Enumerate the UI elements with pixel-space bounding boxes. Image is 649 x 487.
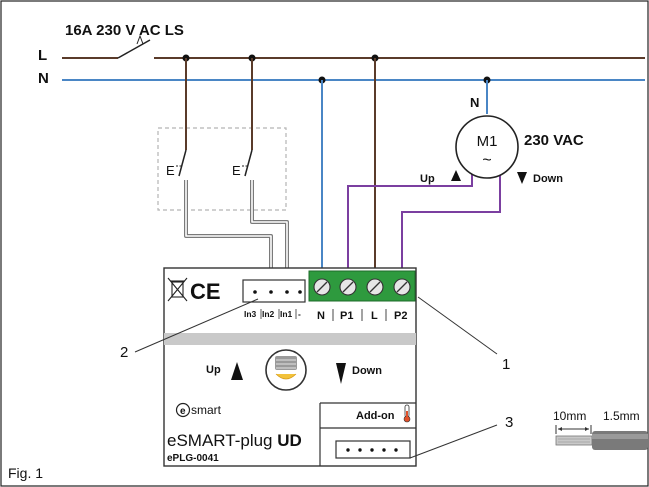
motor-n-label: N (470, 95, 479, 110)
terminal-label-l: L (371, 310, 378, 322)
thermometer-icon (403, 404, 411, 423)
callout-1: 1 (502, 356, 510, 373)
n-line-label: N (38, 70, 49, 87)
device-model: eSMART-plug UD (167, 431, 302, 450)
input-terminal-labels: In3 In2 In1 - (244, 309, 301, 319)
device-push-button[interactable] (265, 349, 307, 391)
device-up-arrow-icon (231, 362, 243, 380)
terminal-label-n: N (317, 310, 325, 322)
motor-symbol (455, 115, 519, 179)
callout-3-leader (409, 424, 498, 459)
motor-down-arrow-icon (517, 172, 527, 184)
device-down-arrow-icon (336, 363, 346, 384)
figure-caption: Fig. 1 (8, 465, 43, 481)
input-terminal-in2 (269, 290, 273, 294)
brand-logo-e: e (180, 406, 186, 417)
terminal-label-p1: P1 (340, 310, 353, 322)
terminal-label-in3: In3 (244, 309, 257, 319)
signal-wires (184, 180, 289, 286)
terminal-label-minus: - (298, 309, 301, 319)
output-label-dividers (332, 309, 387, 321)
stripped-wire-icon (555, 425, 648, 450)
brand-name: smart (191, 403, 222, 417)
input-terminal-in1 (285, 290, 289, 294)
switch2-contact (244, 149, 253, 177)
breaker-label: 16A 230 V AC LS (65, 22, 184, 39)
terminal-label-p2: P2 (394, 310, 407, 322)
switch1-contact (178, 149, 187, 177)
addon-label: Add-on (356, 410, 395, 422)
wire-strip-length: 10mm (553, 409, 586, 423)
wire-cross-section: 1.5mm (603, 409, 640, 423)
device-up-label: Up (206, 364, 221, 376)
callout-1-leader (417, 296, 498, 355)
callout-3: 3 (505, 414, 513, 431)
input-terminal-gnd (298, 290, 302, 294)
device-down-label: Down (352, 365, 382, 377)
terminal-label-in1: In1 (280, 309, 293, 319)
switch-box (157, 127, 287, 211)
ce-mark: CE (190, 279, 221, 304)
addon-port-pins (346, 448, 398, 452)
motor-name: M1 (477, 133, 498, 150)
switch2-label: E (232, 163, 241, 178)
p2-down-wire (401, 170, 501, 275)
switch1-label: E (166, 163, 175, 178)
motor-up-label: Up (420, 173, 435, 185)
motor-voltage: 230 VAC (524, 132, 584, 149)
motor-up-arrow-icon (451, 170, 461, 181)
callout-2: 2 (120, 344, 128, 361)
motor-ac-symbol: ~ (482, 152, 491, 169)
breaker-contact (117, 39, 151, 59)
weee-bin-icon (167, 277, 188, 302)
l-line-label: L (38, 47, 47, 64)
callout-2-leader (134, 298, 259, 353)
breaker-arrow-icon (136, 34, 144, 45)
input-terminal-in3 (253, 290, 257, 294)
motor-down-label: Down (533, 173, 563, 185)
input-terminal-block (242, 279, 306, 303)
p1-up-wire (347, 170, 473, 275)
screw-slots (316, 281, 408, 293)
terminal-label-in2: In2 (262, 309, 275, 319)
device-divider-band (164, 333, 416, 345)
device-sku: ePLG-0041 (167, 453, 219, 464)
brand-logo-icon (175, 402, 191, 418)
